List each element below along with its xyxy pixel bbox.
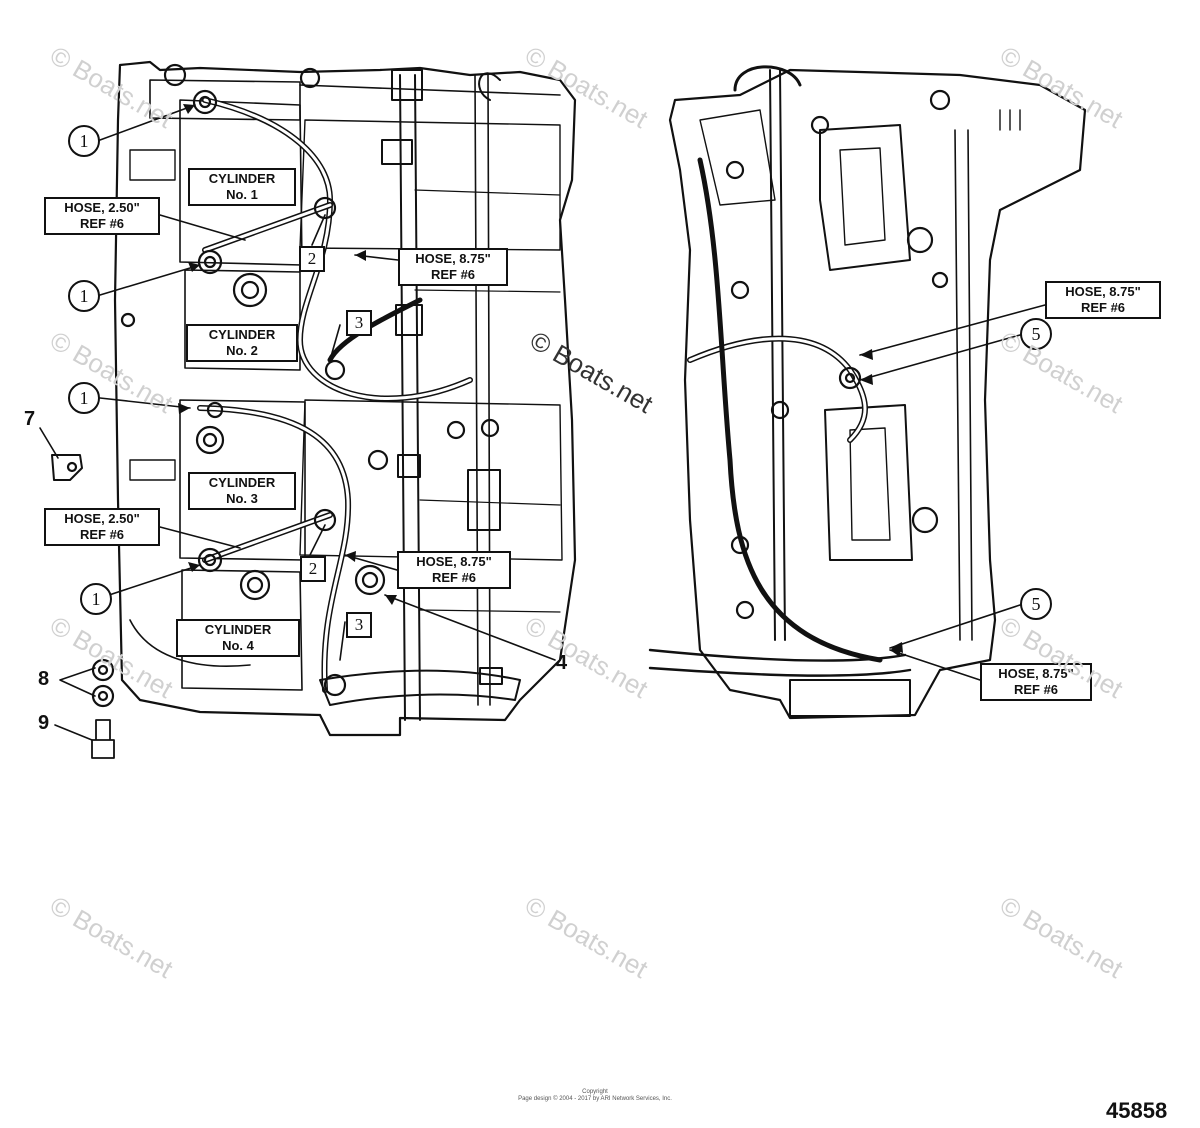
hose-8-75-label-lower-left: HOSE, 8.75"REF #6 [397, 551, 511, 589]
hose-8-75-label-upper-left: HOSE, 8.75"REF #6 [398, 248, 508, 286]
callout-5-b: 5 [1020, 588, 1052, 620]
square-callout-2-top: 2 [299, 246, 325, 272]
square-callout-3-top: 3 [346, 310, 372, 336]
hose-2-50-label-top: HOSE, 2.50"REF #6 [44, 197, 160, 235]
copyright-notice: Copyright Page design © 2004 - 2017 by A… [518, 1089, 672, 1102]
part-number-8: 8 [38, 668, 50, 690]
part-number-4: 4 [556, 652, 568, 674]
callout-1-d: 1 [80, 583, 112, 615]
part-number-9: 9 [38, 712, 50, 734]
hose-8-75-label-upper-right: HOSE, 8.75"REF #6 [1045, 281, 1161, 319]
callout-5-a: 5 [1020, 318, 1052, 350]
callout-1-c: 1 [68, 382, 100, 414]
square-callout-3-bottom: 3 [346, 612, 372, 638]
square-callout-2-bottom: 2 [300, 556, 326, 582]
hose-8-75-label-lower-right: HOSE, 8.75"REF #6 [980, 663, 1092, 701]
callout-1-b: 1 [68, 280, 100, 312]
figure-number: 45858 [1106, 1098, 1168, 1123]
callout-1-a: 1 [68, 125, 100, 157]
hose-2-50-label-bottom: HOSE, 2.50"REF #6 [44, 508, 160, 546]
part-number-7: 7 [24, 408, 36, 430]
